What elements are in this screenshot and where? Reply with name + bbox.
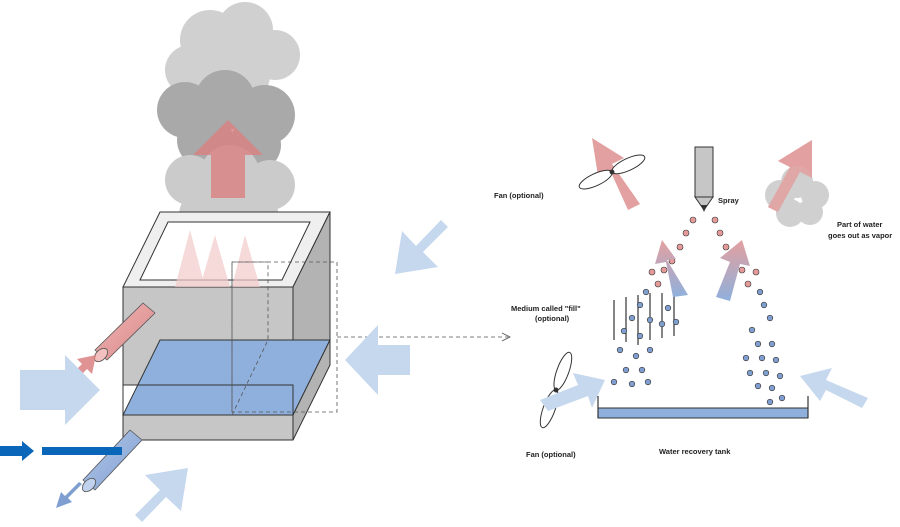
label-vapor-line1: Part of water xyxy=(837,220,883,229)
air-arrow-fan-in xyxy=(540,373,605,411)
hot-water-inlet-pipe xyxy=(93,302,156,363)
cold-water-outlet-pipe xyxy=(81,429,143,493)
label-vapor-line2: goes out as vapor xyxy=(828,231,892,240)
hot-air-up-arrow xyxy=(193,120,263,198)
inlet-water-arrow xyxy=(0,441,34,461)
label-spray: Spray xyxy=(718,196,740,205)
cool-water-out-arrow xyxy=(56,482,82,508)
label-fill-line1: Medium called "fill" xyxy=(511,304,581,313)
spray-nozzle xyxy=(694,146,714,212)
makeup-water-pipe xyxy=(42,447,122,455)
label-fill-line2: (optional) xyxy=(535,314,570,323)
fan-top-icon xyxy=(578,154,646,190)
air-arrow-left xyxy=(20,355,100,425)
air-arrow-bottom xyxy=(135,468,188,522)
air-arrow-right xyxy=(345,325,410,395)
air-in-arrows-left xyxy=(20,220,448,522)
rising-air-arrows xyxy=(655,240,750,301)
air-arrow-top-right xyxy=(395,220,448,274)
air-arrow-right-in xyxy=(800,368,868,408)
label-fan-top: Fan (optional) xyxy=(494,191,544,200)
label-tank: Water recovery tank xyxy=(659,447,731,456)
rising-arrow-right xyxy=(716,240,750,301)
cooling-tower-box xyxy=(122,211,331,441)
label-fan-bottom: Fan (optional) xyxy=(526,450,576,459)
air-in-arrows-right xyxy=(540,368,868,411)
inset-frame xyxy=(231,261,338,413)
water-recovery-tank xyxy=(597,396,809,419)
fill-medium xyxy=(613,293,675,345)
rising-arrow-left xyxy=(655,240,688,297)
water-droplets xyxy=(610,216,786,406)
